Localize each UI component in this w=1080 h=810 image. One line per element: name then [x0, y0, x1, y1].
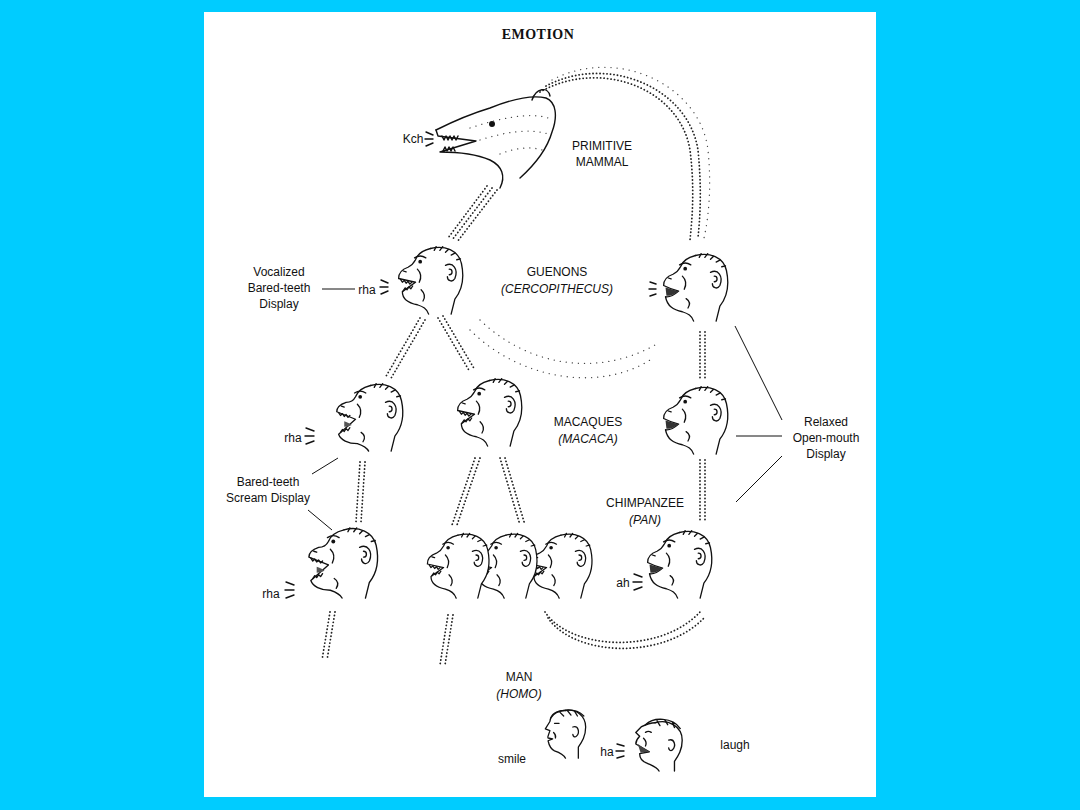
genus-label: (PAN): [629, 512, 661, 528]
white-panel: [204, 12, 876, 797]
expression-label: laugh: [720, 737, 749, 753]
taxon-label: GUENONS: [527, 264, 588, 280]
sound-ticks: [285, 132, 656, 758]
display-label: Bared-teeth Scream Display: [221, 474, 316, 506]
taxon-label: MAN: [506, 669, 533, 685]
sound-label: Kch: [403, 131, 424, 147]
guenon-bared-teeth-head: [399, 247, 463, 315]
genus-label: (CERCOPITHECUS): [501, 281, 613, 297]
expression-label: smile: [498, 751, 526, 767]
human-laugh-head: [636, 719, 682, 771]
genus-label: (HOMO): [496, 686, 541, 702]
sound-label: ha: [600, 744, 613, 760]
display-label: Vocalized Bared-teeth Display: [240, 264, 318, 312]
taxon-label: CHIMPANZEE: [606, 495, 684, 511]
primate-heads: [309, 247, 728, 771]
chimpanzee-bared-teeth-head: [427, 533, 488, 598]
macaque-bared-teeth-head: [458, 379, 522, 447]
chimpanzee-relaxed-head: [648, 531, 712, 599]
chimpanzee-scream-head: [309, 528, 378, 598]
taxon-label: MACAQUES: [554, 414, 623, 430]
display-label: Relaxed Open-mouth Display: [786, 414, 866, 462]
sound-label: rha: [358, 282, 375, 298]
macaque-scream-head: [337, 384, 403, 452]
sound-label: rha: [284, 430, 301, 446]
leader-lines: [308, 289, 782, 530]
chimpanzee-bared-teeth-head: [530, 533, 591, 598]
guenon-relaxed-head: [664, 254, 728, 322]
taxon-label: PRIMITIVE MAMMAL: [562, 138, 642, 170]
sound-label: rha: [262, 586, 279, 602]
genus-label: (MACACA): [558, 431, 617, 447]
diagram-title: EMOTION: [502, 27, 575, 43]
sound-label: ah: [616, 575, 629, 591]
primitive-mammal-head: [436, 90, 555, 188]
macaque-relaxed-head: [664, 387, 728, 455]
human-smile-head: [545, 710, 585, 758]
